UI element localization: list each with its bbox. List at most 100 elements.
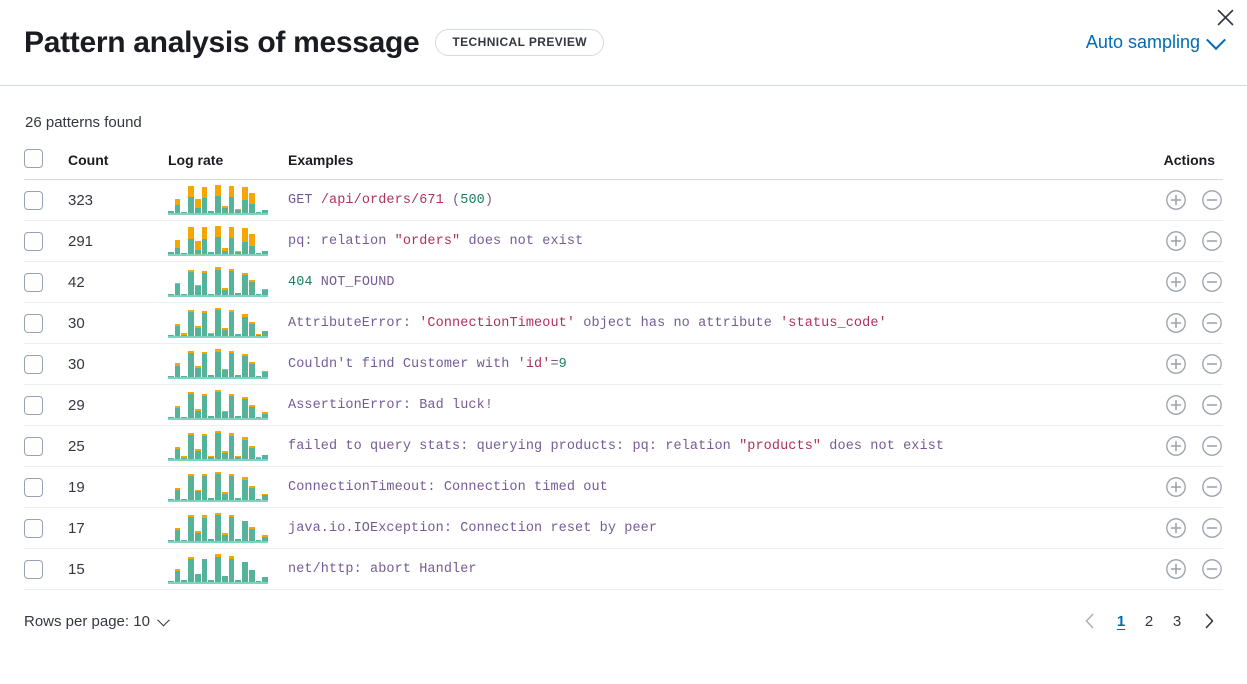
filter-out-value-button[interactable] — [1201, 189, 1223, 211]
row-count: 15 — [68, 548, 168, 590]
row-select-checkbox[interactable] — [24, 231, 43, 251]
sparkline-bar — [242, 477, 248, 500]
minus-in-circle-icon — [1202, 436, 1222, 456]
sparkline-bar — [174, 240, 181, 254]
column-header-examples[interactable]: Examples — [288, 149, 1115, 180]
filter-for-value-button[interactable] — [1165, 435, 1187, 457]
auto-sampling-button[interactable]: Auto sampling — [1086, 29, 1226, 53]
row-count: 323 — [68, 179, 168, 221]
filter-for-value-button[interactable] — [1165, 271, 1187, 293]
sparkline-bar — [248, 569, 255, 582]
sparkline-bar-teal — [194, 491, 201, 500]
plus-in-circle-icon — [1166, 190, 1186, 210]
row-select-checkbox[interactable] — [24, 190, 43, 210]
row-select-checkbox[interactable] — [24, 272, 43, 292]
row-example: GET /api/orders/671 (500) — [288, 179, 1115, 221]
patterns-found-count: 26 patterns found — [25, 114, 142, 131]
filter-out-value-button[interactable] — [1201, 353, 1223, 375]
pagination-next-button[interactable] — [1195, 607, 1223, 635]
sparkline-bar-teal — [201, 313, 208, 336]
technical-preview-badge: TECHNICAL PREVIEW — [435, 29, 605, 56]
sparkline-bar — [174, 527, 181, 541]
sparkline-bar — [228, 433, 235, 459]
example-token-plain: object has no attribute — [575, 315, 781, 331]
sparkline-bar — [221, 410, 228, 418]
filter-for-value-button[interactable] — [1165, 558, 1187, 580]
pagination-page-1[interactable]: 1 — [1107, 607, 1135, 635]
filter-for-value-button[interactable] — [1165, 312, 1187, 334]
close-icon — [1217, 9, 1233, 25]
row-select-checkbox[interactable] — [24, 518, 43, 538]
sparkline-bar — [262, 412, 269, 418]
sparkline-bar — [194, 366, 201, 377]
sparkline-bar — [215, 349, 221, 377]
sparkline-bar-orange — [262, 370, 269, 372]
example-token-plain: NOT_FOUND — [312, 274, 395, 290]
sparkline-bar — [201, 270, 208, 295]
sparkline-bar-orange — [248, 233, 255, 246]
sparkline-bar — [262, 331, 269, 336]
filter-out-value-button[interactable] — [1201, 517, 1223, 539]
filter-out-value-button[interactable] — [1201, 558, 1223, 580]
row-actions-cell — [1115, 425, 1223, 467]
sparkline-bar-orange — [262, 412, 269, 414]
sparkline-bar-teal — [208, 333, 215, 336]
row-select-checkbox[interactable] — [24, 436, 43, 456]
sparkline-bar — [262, 535, 269, 541]
sparkline-bar-teal — [215, 392, 221, 418]
pagination-page-3[interactable]: 3 — [1163, 607, 1191, 635]
sparkline-bar-teal — [262, 495, 269, 500]
select-all-checkbox[interactable] — [24, 149, 43, 168]
filter-out-value-button[interactable] — [1201, 230, 1223, 252]
row-log-rate-cell — [168, 220, 288, 262]
chevron-down-icon — [157, 613, 170, 626]
sparkline-bar — [255, 211, 262, 213]
example-token-plain: java.io.IOException: Connection reset by… — [288, 520, 658, 536]
row-select-checkbox[interactable] — [24, 354, 43, 374]
minus-in-circle-icon — [1202, 190, 1222, 210]
pagination-page-2[interactable]: 2 — [1135, 607, 1163, 635]
sparkline-bar-orange — [188, 432, 194, 435]
rows-per-page-button[interactable]: Rows per page: 10 — [24, 613, 170, 630]
plus-in-circle-icon — [1166, 313, 1186, 333]
sparkline-bar-orange — [181, 456, 188, 458]
column-header-count[interactable]: Count — [68, 149, 168, 180]
plus-in-circle-icon — [1166, 477, 1186, 497]
sparkline-bar-orange — [242, 396, 248, 399]
sparkline-bar — [208, 455, 215, 459]
filter-out-value-button[interactable] — [1201, 476, 1223, 498]
filter-out-value-button[interactable] — [1201, 312, 1223, 334]
row-select-checkbox[interactable] — [24, 313, 43, 333]
filter-out-value-button[interactable] — [1201, 271, 1223, 293]
filter-for-value-button[interactable] — [1165, 476, 1187, 498]
sparkline-bar-teal — [262, 331, 269, 336]
filter-for-value-button[interactable] — [1165, 394, 1187, 416]
filter-out-value-button[interactable] — [1201, 435, 1223, 457]
row-select-checkbox[interactable] — [24, 477, 43, 497]
filter-for-value-button[interactable] — [1165, 517, 1187, 539]
sparkline-bar-orange — [194, 366, 201, 368]
sparkline-bar — [168, 334, 174, 336]
row-select-checkbox[interactable] — [24, 559, 43, 579]
sparkline-bar-teal — [201, 239, 208, 254]
row-example: ConnectionTimeout: Connection timed out — [288, 466, 1115, 508]
row-select-checkbox[interactable] — [24, 395, 43, 415]
column-header-log-rate[interactable]: Log rate — [168, 149, 288, 180]
pagination-prev-button[interactable] — [1075, 607, 1103, 635]
sparkline-bar-teal — [174, 325, 181, 336]
row-count: 42 — [68, 261, 168, 303]
sparkline-bar-orange — [194, 199, 201, 208]
sparkline-bar-orange — [208, 455, 215, 457]
row-select-cell — [24, 261, 68, 303]
close-button[interactable] — [1212, 4, 1238, 30]
sparkline-bar-teal — [255, 211, 262, 213]
filter-for-value-button[interactable] — [1165, 189, 1187, 211]
sparkline-bar — [235, 293, 242, 295]
filter-out-value-button[interactable] — [1201, 394, 1223, 416]
sparkline-bar — [188, 351, 194, 377]
filter-for-value-button[interactable] — [1165, 353, 1187, 375]
plus-in-circle-icon — [1166, 436, 1186, 456]
sparkline-bar — [201, 227, 208, 254]
filter-for-value-button[interactable] — [1165, 230, 1187, 252]
plus-in-circle-icon — [1166, 518, 1186, 538]
